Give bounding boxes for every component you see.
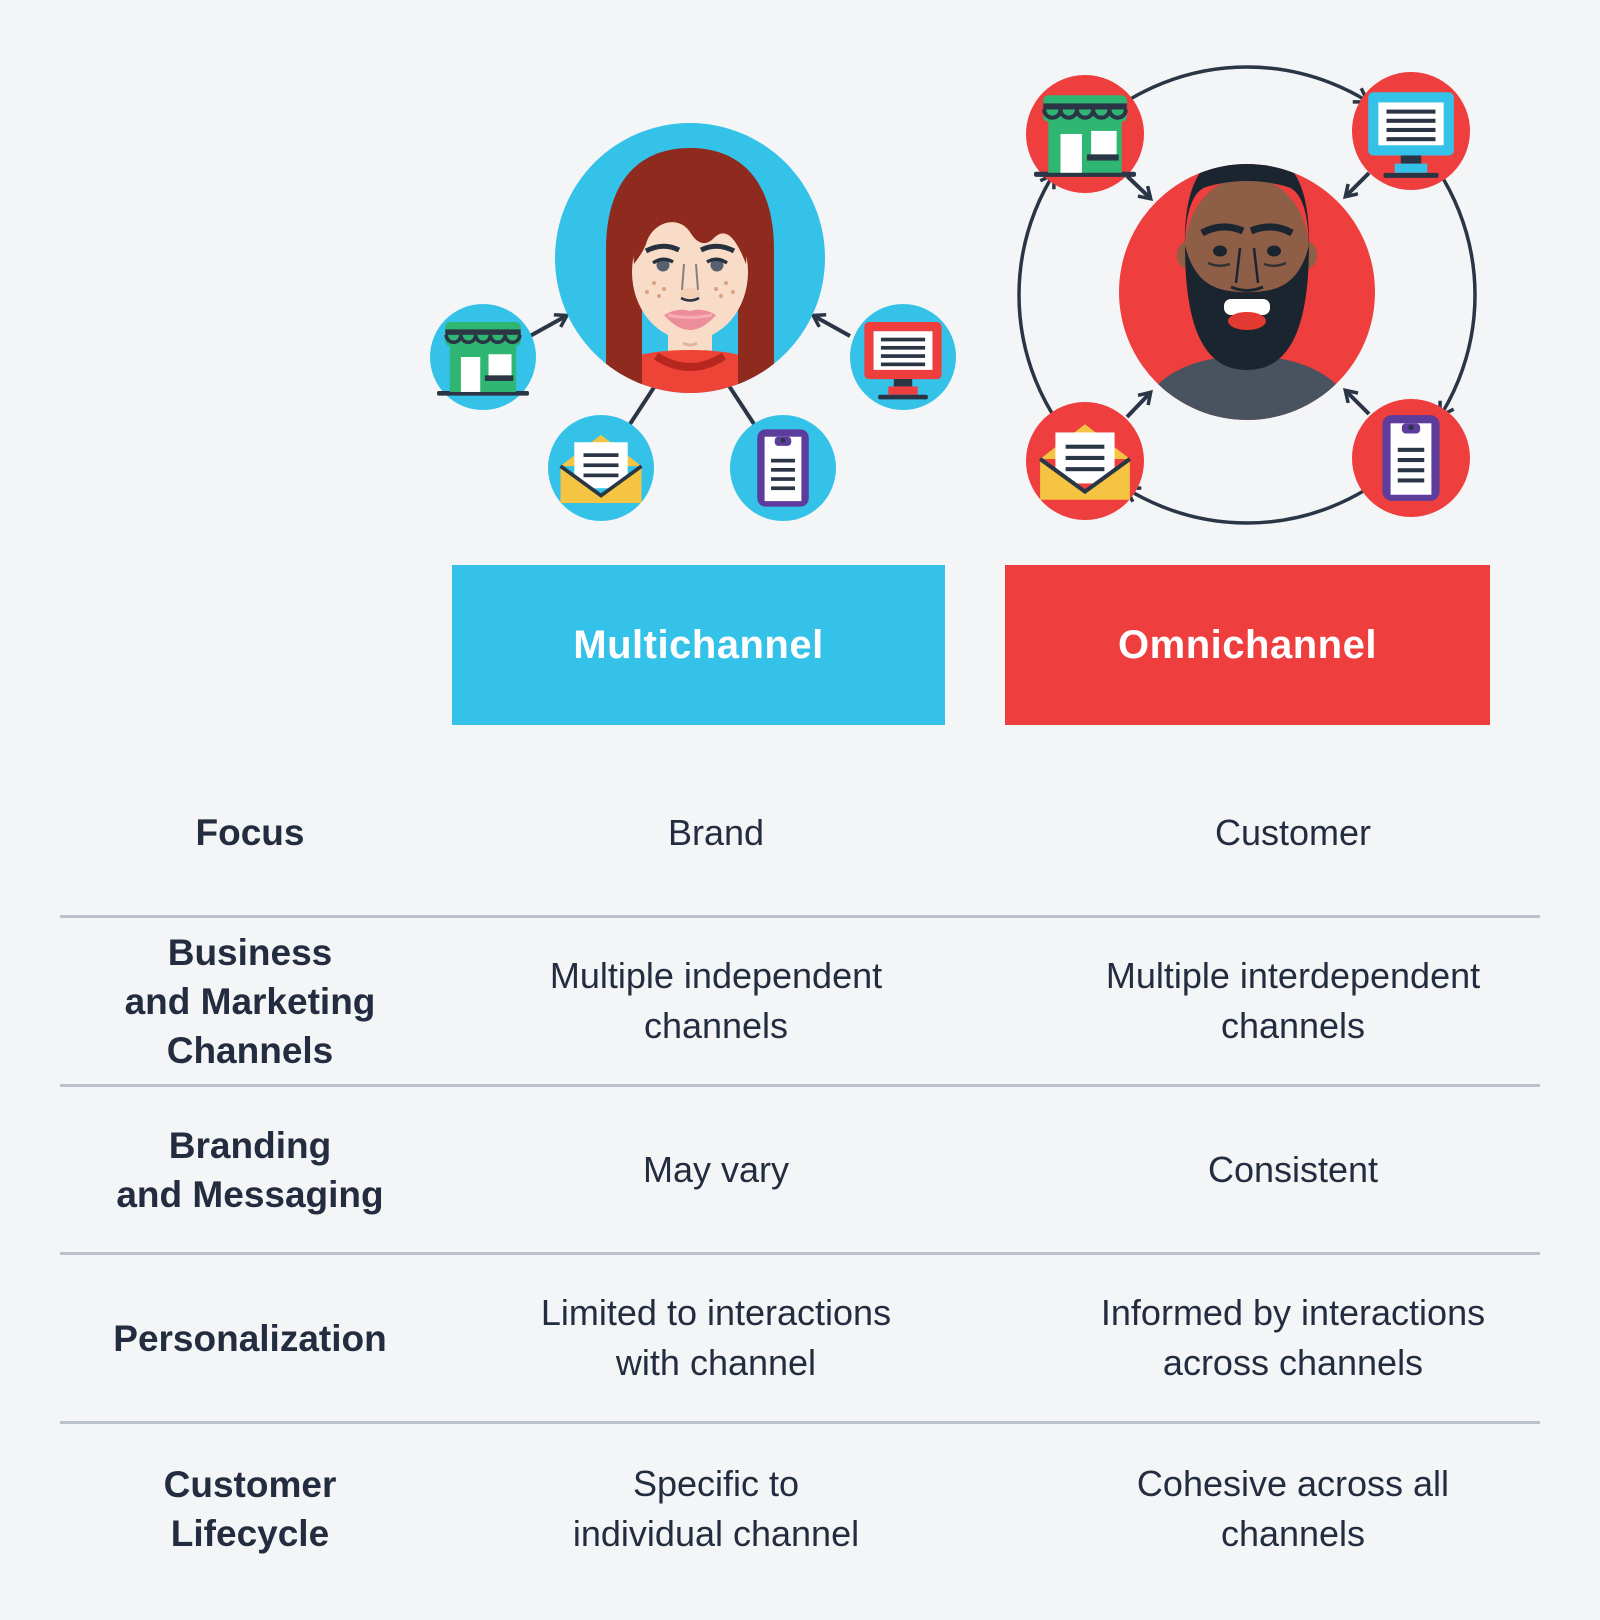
table-row-lifecycle: Customer Lifecycle Specific to individua…: [60, 1421, 1540, 1620]
multichannel-banner-label: Multichannel: [573, 622, 824, 667]
channel-bubble-desktop: [1352, 72, 1470, 190]
channel-bubble-email: [548, 415, 654, 521]
row-label: Personalization: [113, 1317, 387, 1359]
store-icon: [1034, 95, 1136, 177]
comparison-table: Focus Brand Customer Business and Market…: [60, 750, 1540, 1620]
omnichannel-cell: Multiple interdependent channels: [1105, 955, 1481, 1046]
multichannel-cell: Limited to interactions with channel: [540, 1292, 892, 1383]
omnichannel-banner-label: Omnichannel: [1118, 622, 1377, 667]
table-row-branding: Branding and Messaging May vary Consiste…: [60, 1084, 1540, 1252]
channel-bubble-mobile: [730, 415, 836, 521]
woman-avatar: [555, 123, 825, 393]
omnichannel-arrows: [1125, 171, 1371, 419]
store-icon: [435, 320, 531, 398]
channel-bubble-store: [430, 304, 536, 410]
channel-bubble-mobile: [1352, 399, 1470, 517]
mobile-icon: [757, 429, 809, 507]
table-row-focus: Focus Brand Customer: [60, 750, 1540, 915]
omnichannel-cell: Customer: [1214, 811, 1372, 853]
multichannel-cell: Multiple independent channels: [549, 955, 883, 1046]
multichannel-cell: Specific to individual channel: [572, 1463, 860, 1554]
omnichannel-cell: Consistent: [1207, 1148, 1379, 1190]
channel-bubble-email: [1026, 402, 1144, 520]
channel-bubble-store: [1026, 75, 1144, 193]
row-label: Business and Marketing Channels: [124, 931, 376, 1071]
man-avatar: [1119, 164, 1375, 420]
omnichannel-illustration: [1017, 65, 1477, 525]
omnichannel-cell: Cohesive across all channels: [1136, 1463, 1450, 1554]
multichannel-illustration: [430, 123, 956, 521]
table-row-personalization: Personalization Limited to interactions …: [60, 1252, 1540, 1421]
multichannel-banner: Multichannel: [452, 565, 945, 725]
omnichannel-banner: Omnichannel: [1005, 565, 1490, 725]
mobile-icon: [1382, 415, 1440, 501]
channel-bubble-desktop: [850, 304, 956, 410]
multichannel-cell: May vary: [642, 1148, 790, 1190]
multichannel-cell: Brand: [667, 811, 765, 853]
row-label: Customer Lifecycle: [163, 1464, 337, 1554]
row-label: Focus: [195, 812, 305, 853]
omnichannel-cell: Informed by interactions across channels: [1100, 1292, 1486, 1383]
table-row-channels: Business and Marketing Channels Multiple…: [60, 915, 1540, 1084]
row-label: Branding and Messaging: [116, 1124, 384, 1215]
